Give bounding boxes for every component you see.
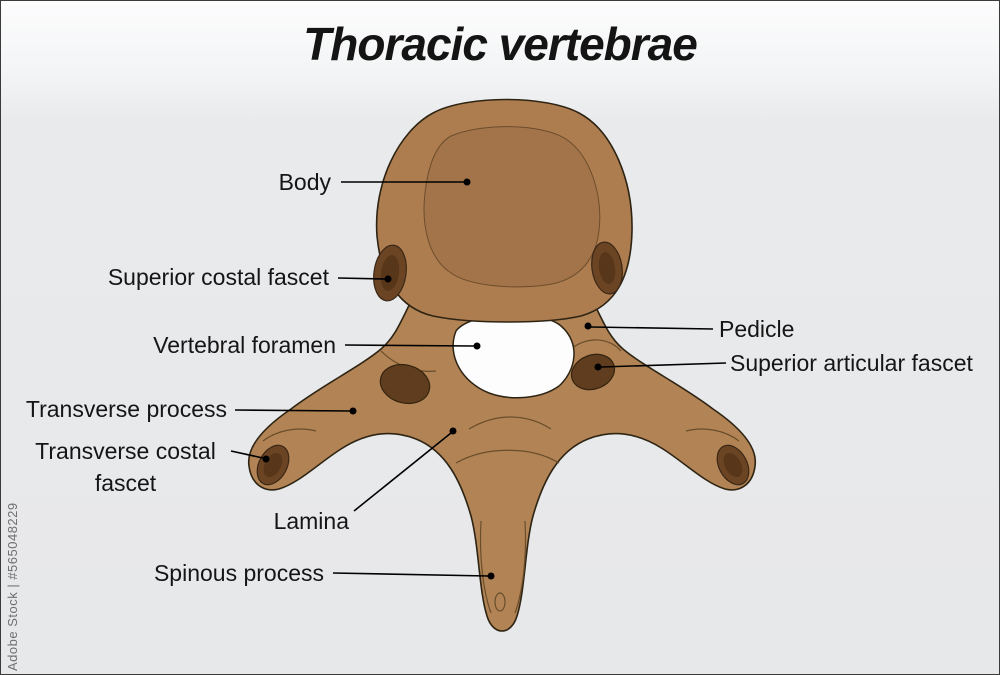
right-superior-articular-fascet-shape [570,353,616,391]
lamina-connector-dot [449,427,457,435]
lamina-connector-line [353,432,452,512]
superior-articular-fascet-connector-dot [594,363,602,371]
label-pedicle: Pedicle [719,316,795,342]
left-transverse-costal-fascet-shape [256,444,290,486]
superior-costal-fascet-connector-line [337,277,386,280]
pedicle-connector-dot [584,322,592,330]
spinous-process-connector-line [332,572,489,577]
label-lamina: Lamina [273,508,349,534]
vertebral-body-inner-shade [423,126,601,288]
transverse-process-connector-dot [349,407,357,415]
page-title: Thoracic vertebrae [303,18,698,70]
spinous-process-connector-dot [487,572,495,580]
vertebral-foramen-connector-line [344,344,475,347]
vertebral-arch-shape [248,290,756,632]
label-spinous-process: Spinous process [153,560,324,586]
transverse-process-connector-line [234,409,351,412]
left-superior-costal-fascet-shape [373,244,407,302]
label-transverse-costal-fascet: Transverse costal fascet [35,438,216,496]
vertebral-foramen-connector-dot [473,342,481,350]
label-vertebral-foramen: Vertebral foramen [153,332,336,358]
connector-lines [230,181,727,577]
label-transverse-process: Transverse process [25,396,227,422]
right-transverse-costal-fascet-shape [716,444,750,486]
stock-watermark-text: Adobe Stock | #565048229 [5,502,20,671]
superior-costal-fascet-connector-dot [384,275,392,283]
pedicle-connector-line [590,326,714,330]
transverse-costal-fascet-connector-line [230,450,264,459]
connector-dots [262,178,602,580]
label-superior-costal-fascet: Superior costal fascet [107,264,329,290]
left-superior-articular-fascet-shape [379,363,431,405]
label-superior-articular-fascet: Superior articular fascet [730,350,973,376]
label-body: Body [278,169,331,195]
superior-articular-fascet-connector-line [600,362,727,368]
transverse-costal-fascet-connector-dot [262,455,270,463]
body-connector-dot [463,178,471,186]
right-superior-costal-fascet-shape [591,241,623,295]
